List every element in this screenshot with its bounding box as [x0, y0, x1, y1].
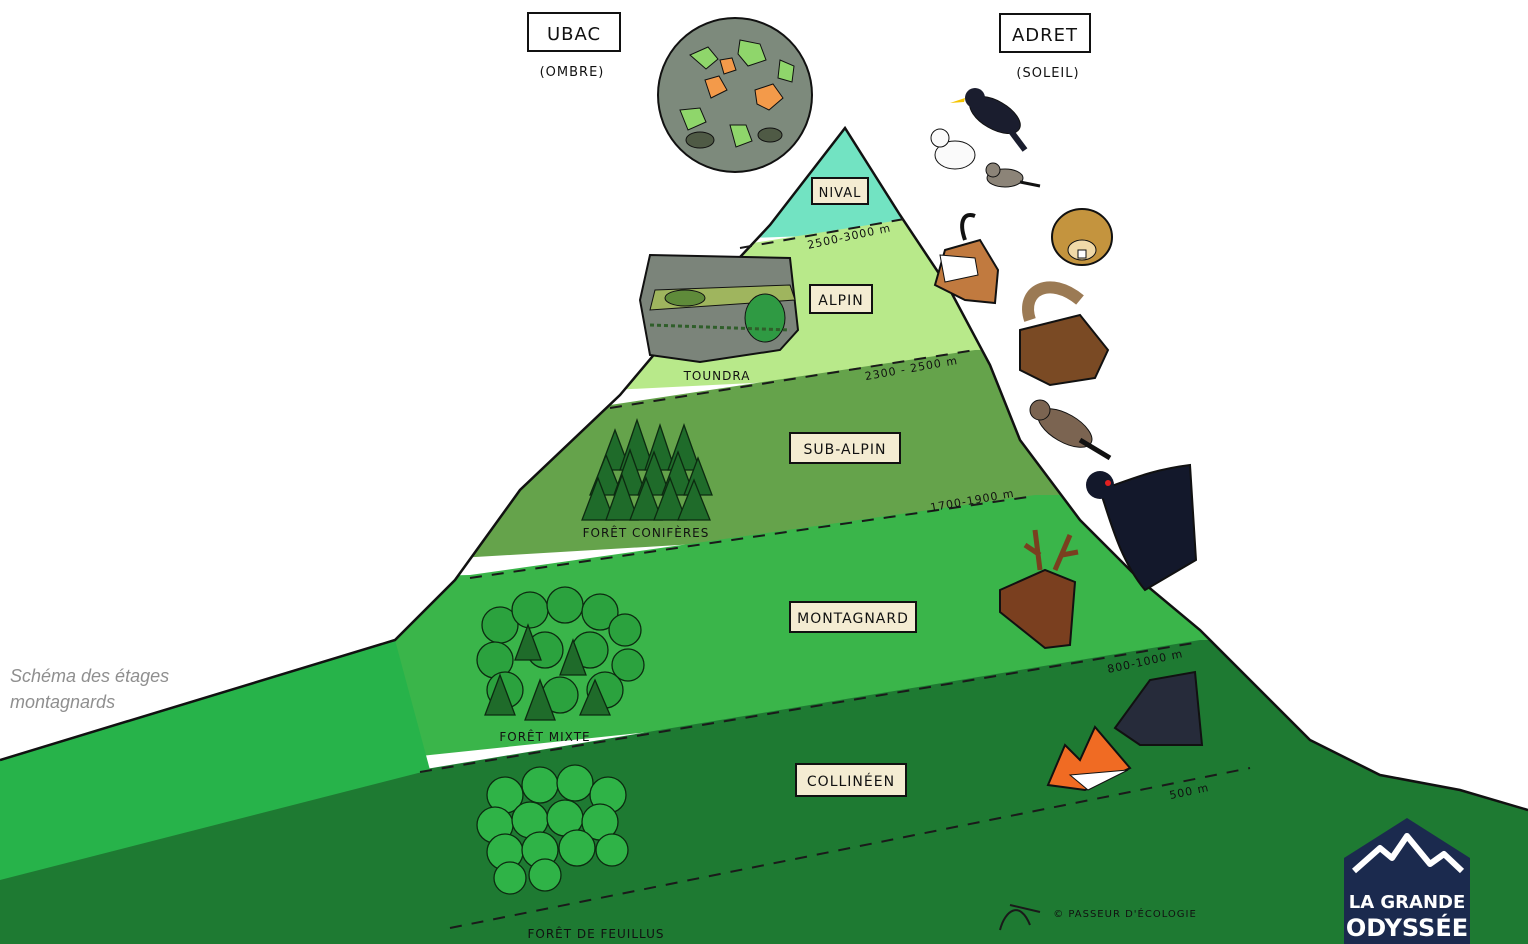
toundra-label: TOUNDRA: [683, 369, 751, 383]
conifer-label: FORÊT CONIFÈRES: [583, 525, 710, 540]
adret-sublabel: (SOLEIL): [1016, 66, 1079, 81]
marmot-icon: [1052, 209, 1112, 265]
figure-caption: Schéma des étages montagnards: [10, 663, 250, 715]
logo-line2: ODYSSÉE: [1346, 913, 1468, 942]
logo-line1: LA GRANDE: [1349, 892, 1466, 913]
zone-label-nival: NIVAL: [819, 186, 862, 201]
lichen-rock-icon: [658, 18, 812, 172]
chough-icon: [950, 88, 1026, 150]
zone-label-subalpin: SUB-ALPIN: [804, 442, 887, 458]
zone-label-collineen: COLLINÉEN: [807, 773, 895, 790]
zone-label-alpin: ALPIN: [818, 293, 863, 309]
ubac-sublabel: (OMBRE): [540, 65, 605, 80]
zone-label-montagnard: MONTAGNARD: [797, 611, 909, 627]
ptarmigan-icon: [931, 129, 975, 169]
deciduous-label: FORÊT DE FEUILLUS: [527, 926, 664, 941]
mixed-forest-label: FORÊT MIXTE: [499, 729, 590, 744]
ubac-label: UBAC: [547, 24, 601, 45]
la-grande-odyssee-logo: LA GRANDE ODYSSÉE: [1340, 816, 1474, 944]
nutcracker-icon: [1030, 400, 1110, 458]
ibex-icon: [1020, 287, 1108, 385]
credit-text: © PASSEUR D'ÉCOLOGIE: [1053, 907, 1197, 920]
adret-label: ADRET: [1012, 25, 1078, 46]
toundra-illustration: [640, 255, 798, 362]
chamois-icon: [935, 215, 998, 303]
snowfinch-icon: [986, 163, 1040, 187]
